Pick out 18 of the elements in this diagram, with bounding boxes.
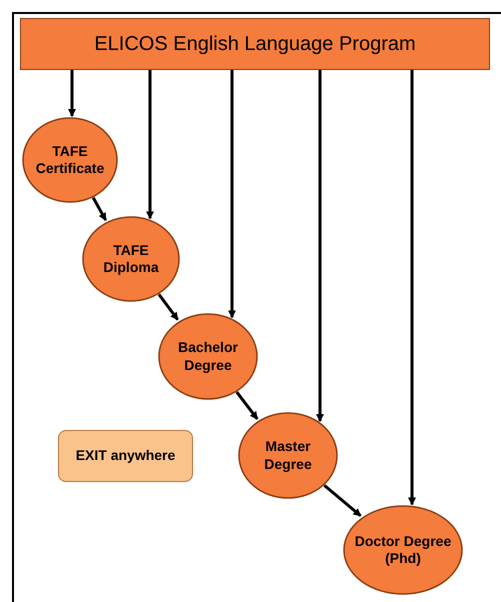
arrow (236, 391, 258, 420)
arrow (316, 70, 324, 422)
arrow (146, 70, 154, 220)
node-label: Doctor Degree (Phd) (354, 532, 452, 568)
node-label: Master Degree (263, 438, 313, 473)
arrow (323, 484, 362, 517)
arrow (68, 70, 76, 118)
arrow (92, 196, 107, 222)
node-label: EXIT anywhere (74, 447, 176, 465)
node-label: TAFE Diploma (102, 242, 160, 276)
node-label: Bachelor Degree (177, 339, 239, 374)
arrow (228, 70, 236, 318)
node-label: TAFE Certificate (34, 142, 106, 178)
arrow (158, 293, 179, 321)
note-box (58, 430, 193, 482)
title-box (20, 18, 490, 70)
node-label: ELICOS English Language Program (94, 32, 416, 56)
arrow (408, 70, 416, 506)
